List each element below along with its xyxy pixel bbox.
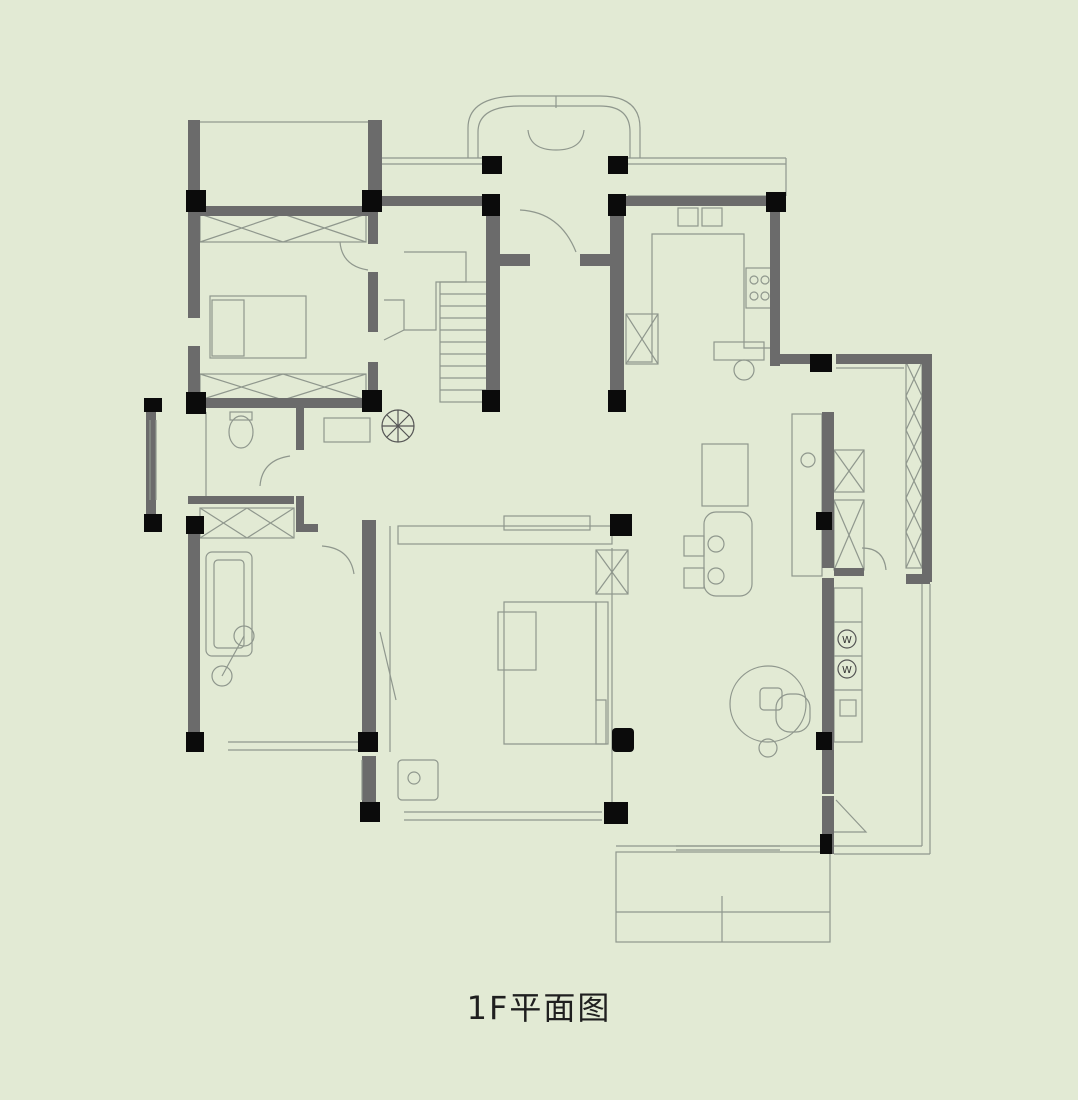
structural-columns	[144, 156, 832, 854]
plant-icon	[381, 409, 415, 443]
washer-icon-upper: W	[837, 629, 857, 649]
outline-lines	[191, 95, 931, 943]
stair-treads	[440, 293, 488, 391]
svg-text:W: W	[842, 665, 852, 676]
washer-icon-lower: W	[837, 659, 857, 679]
svg-text:W: W	[842, 635, 852, 646]
walls	[146, 120, 932, 854]
plan-title: 1F平面图	[466, 989, 612, 1027]
windows	[149, 420, 780, 851]
